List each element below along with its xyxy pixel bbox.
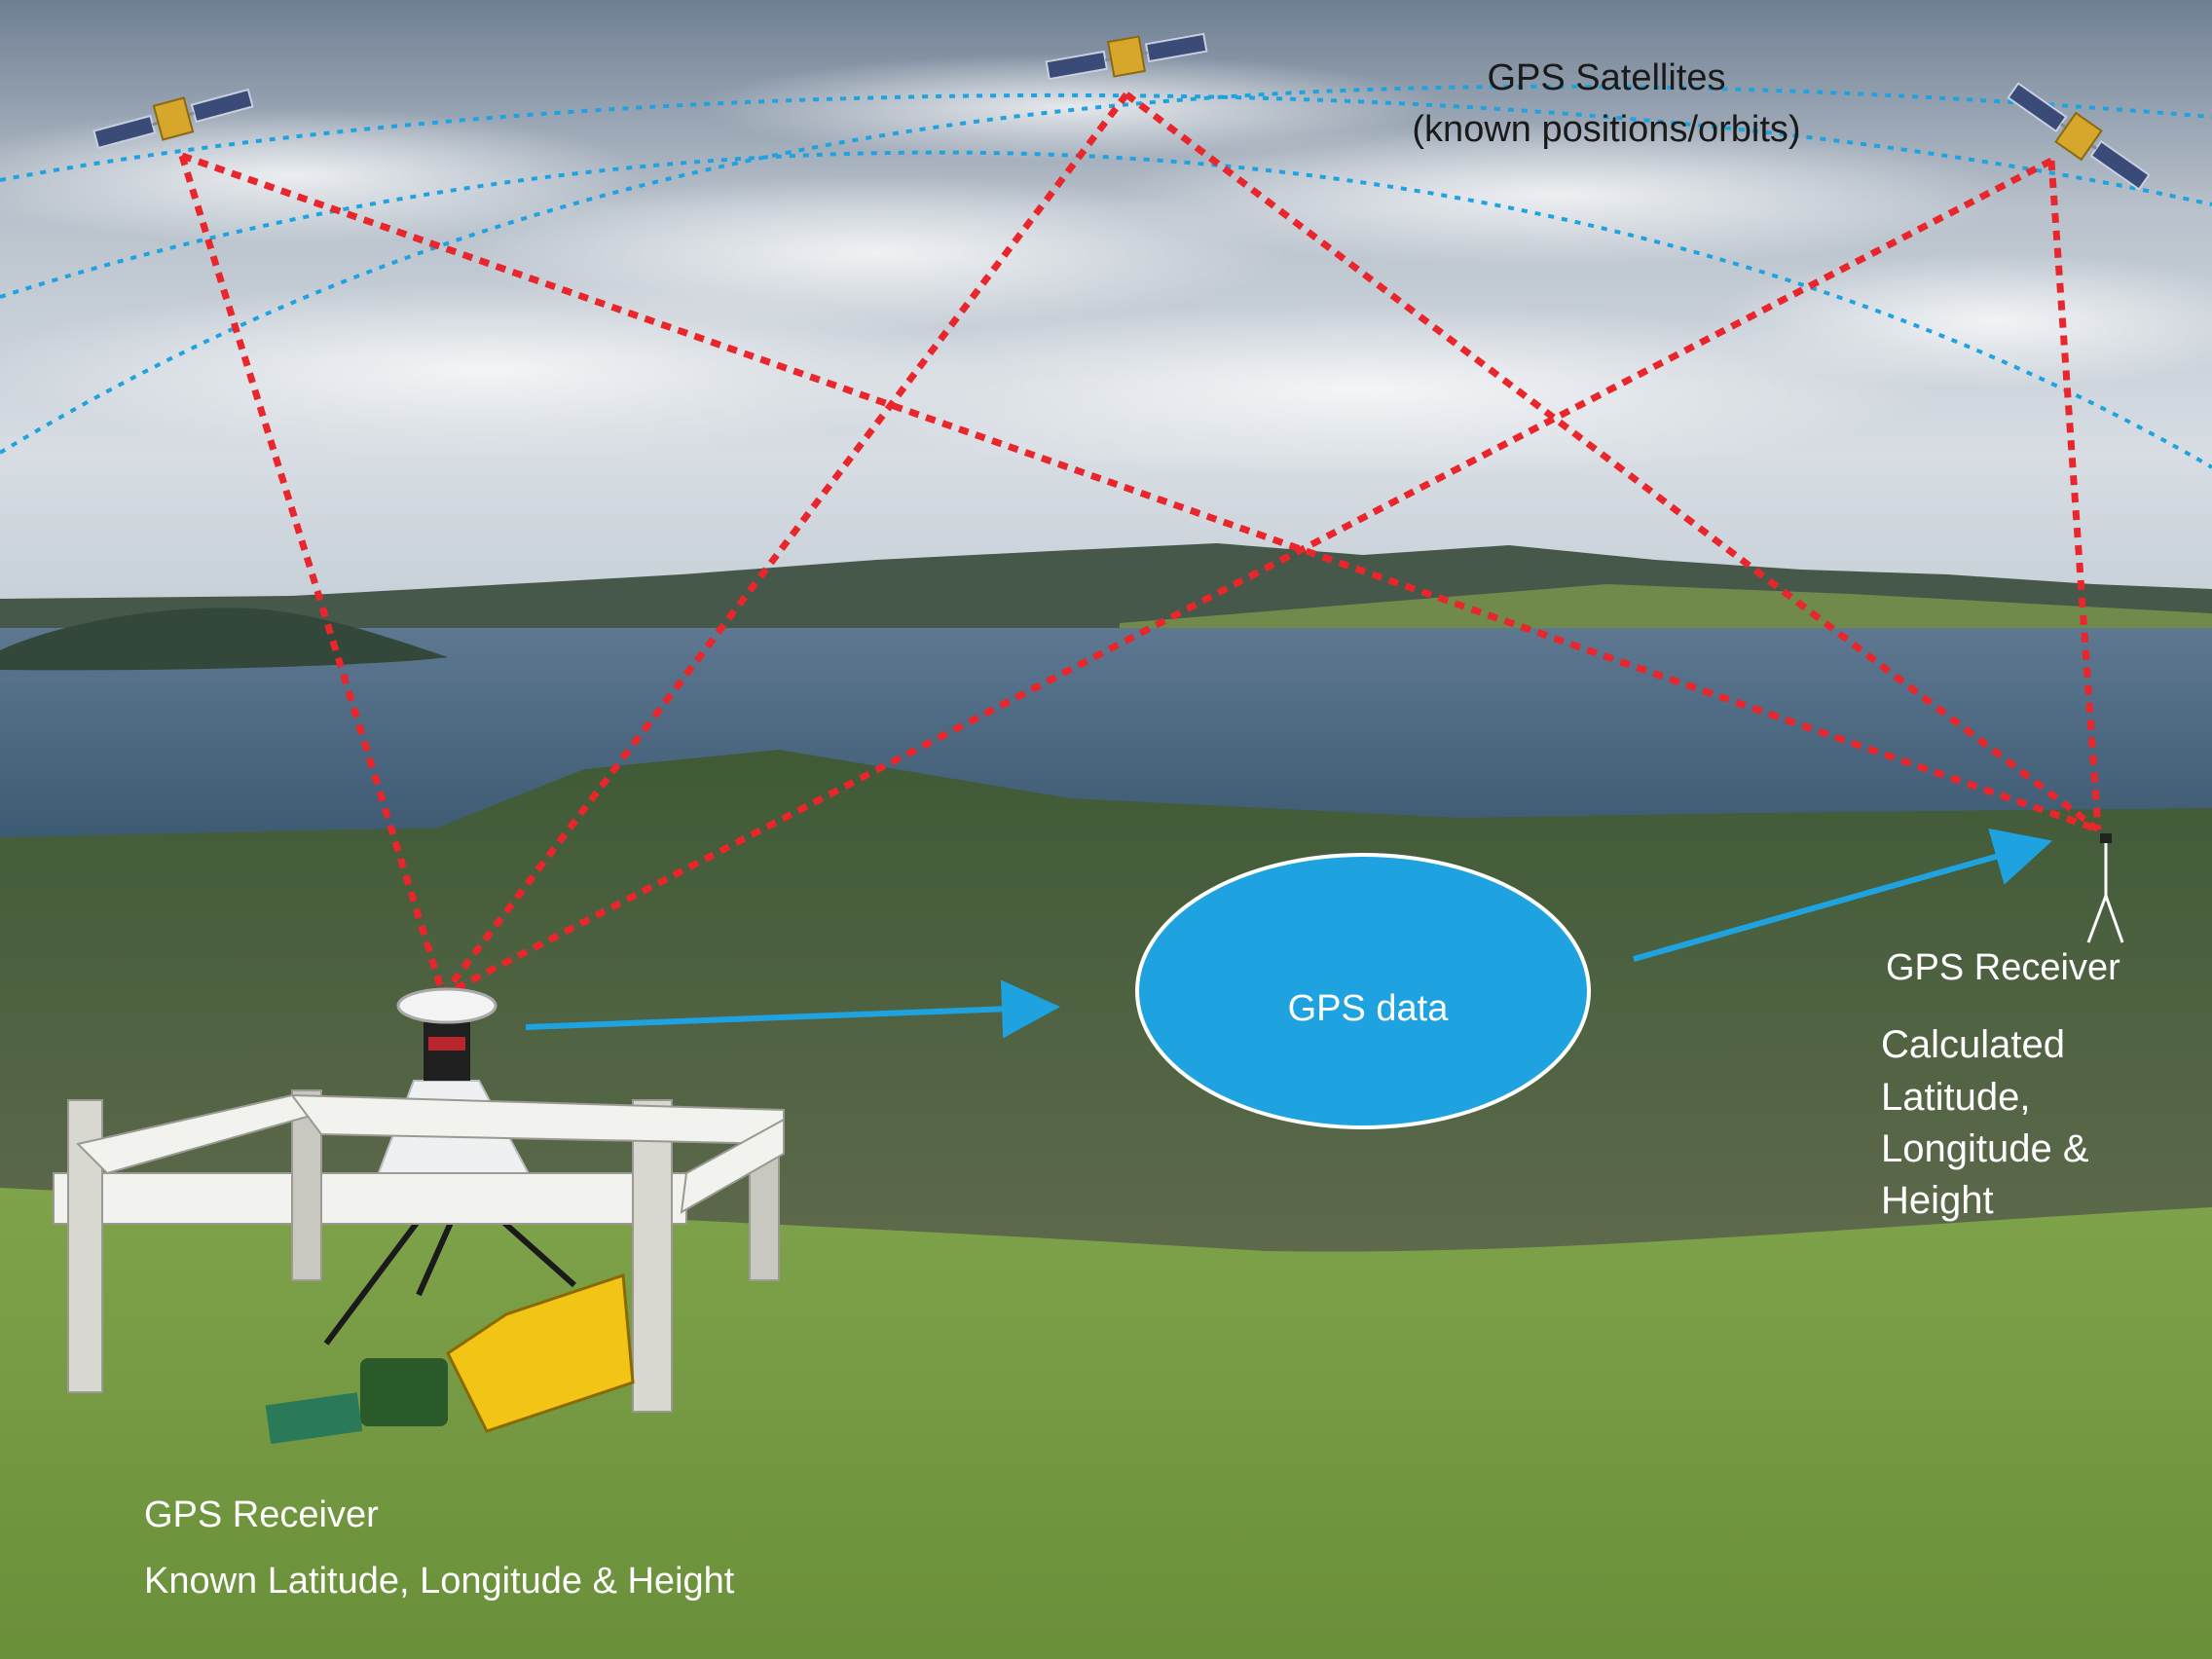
rover-receiver-desc-line1: Calculated	[1881, 1023, 2065, 1066]
rover-receiver-desc-line4: Height	[1881, 1179, 1994, 1222]
rover-receiver-desc-line3: Longitude &	[1881, 1127, 2089, 1170]
orbit-path-1	[0, 92, 2212, 206]
clouds	[0, 54, 2212, 477]
gps-data-bubble	[1135, 853, 1591, 1129]
satellite-icon	[92, 88, 254, 150]
arrow-base-to-data	[525, 979, 1060, 1039]
antenna-mount-red	[428, 1037, 465, 1051]
green-case	[360, 1358, 448, 1426]
signal-lines	[178, 92, 2102, 999]
yellow-case	[446, 1272, 635, 1433]
arrow-data-to-rover	[1633, 828, 2053, 962]
gps-data-label: GPS data	[1288, 988, 1450, 1029]
signal-line-sat3-rover	[2047, 160, 2102, 830]
tripod-receiver-icon	[2086, 833, 2124, 943]
satellite-icon	[1045, 32, 1208, 81]
rover-receiver-desc-line2: Latitude,	[1881, 1076, 2030, 1119]
rover-receiver-title: GPS Receiver	[1886, 947, 2120, 988]
gps-antenna-icon	[396, 987, 498, 1024]
orbit-path-3	[0, 84, 2212, 455]
data-flow	[525, 828, 2053, 1129]
base-receiver-station	[53, 987, 785, 1445]
satellites-subtitle: (known positions/orbits)	[1412, 109, 1800, 150]
orbit-paths	[0, 84, 2212, 469]
satellites-title: GPS Satellites	[1488, 57, 1726, 98]
signal-line-sat1-rover	[180, 152, 2100, 833]
signal-line-sat1-base	[178, 154, 447, 997]
labels: GPS Satellites (known positions/orbits) …	[144, 57, 2120, 1602]
green-folder	[265, 1392, 363, 1445]
base-receiver-title: GPS Receiver	[144, 1494, 379, 1535]
island	[0, 608, 448, 671]
base-receiver-desc: Known Latitude, Longitude & Height	[144, 1561, 735, 1602]
antenna-mount	[424, 1022, 470, 1081]
satellite-icon	[2007, 82, 2151, 191]
wooden-fence	[53, 1089, 785, 1413]
signal-line-sat2-base	[440, 92, 1129, 998]
signal-line-sat3-base	[441, 157, 2053, 999]
